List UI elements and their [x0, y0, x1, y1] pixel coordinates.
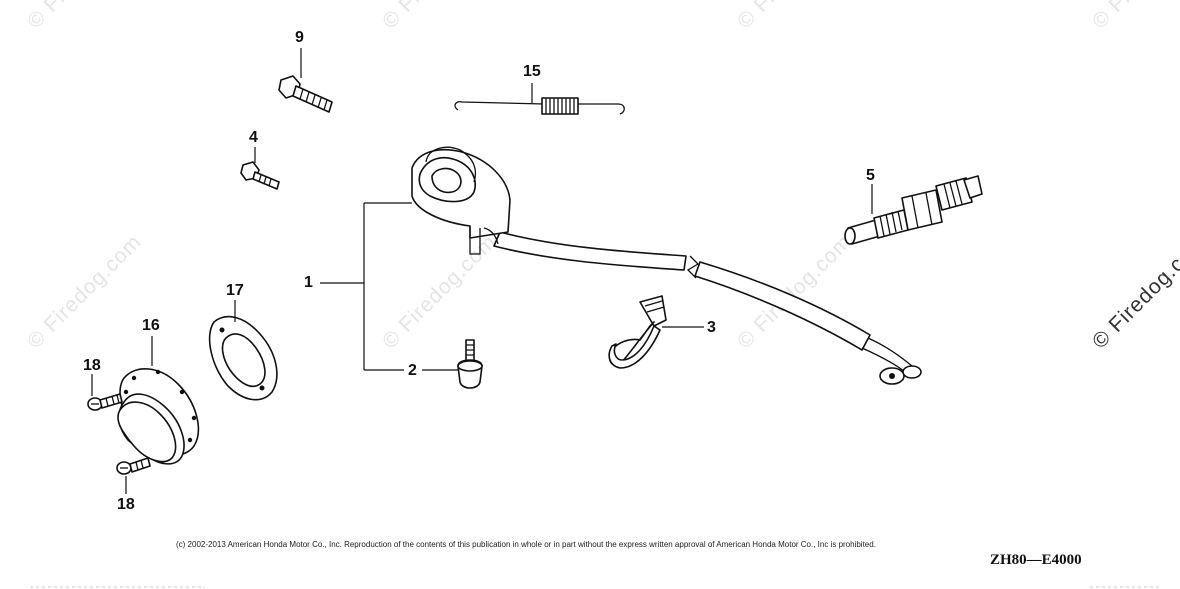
callout-16: 16	[142, 317, 160, 334]
copyright-notice: (c) 2002-2013 American Honda Motor Co., …	[176, 540, 876, 549]
leader-1	[320, 202, 412, 371]
screw-18-bottom-icon[interactable]	[116, 457, 151, 475]
callout-1: 1	[304, 274, 313, 291]
callout-4: 4	[249, 129, 258, 146]
gasket-17-icon[interactable]	[208, 315, 278, 401]
clamp-3-icon[interactable]	[608, 295, 667, 369]
diagram-code: ZH80—E4000	[990, 552, 1082, 568]
spark-plug-5-icon[interactable]	[844, 175, 983, 245]
callout-9: 9	[295, 29, 304, 46]
bolt-9-icon[interactable]	[278, 75, 333, 113]
callout-18-top: 18	[83, 357, 101, 374]
screw-2-icon[interactable]	[457, 339, 483, 389]
stop-switch-1-icon[interactable]	[411, 146, 922, 385]
screw-18-top-icon[interactable]	[87, 393, 123, 411]
bolt-4-icon[interactable]	[240, 161, 280, 190]
callout-2: 2	[408, 362, 417, 379]
callout-5: 5	[866, 167, 875, 184]
spring-15-icon[interactable]	[454, 97, 625, 115]
cover-16-icon[interactable]	[117, 368, 200, 465]
callout-17: 17	[226, 282, 244, 299]
callout-18-bottom: 18	[117, 496, 135, 513]
callout-15: 15	[523, 63, 541, 80]
callout-3: 3	[707, 319, 716, 336]
